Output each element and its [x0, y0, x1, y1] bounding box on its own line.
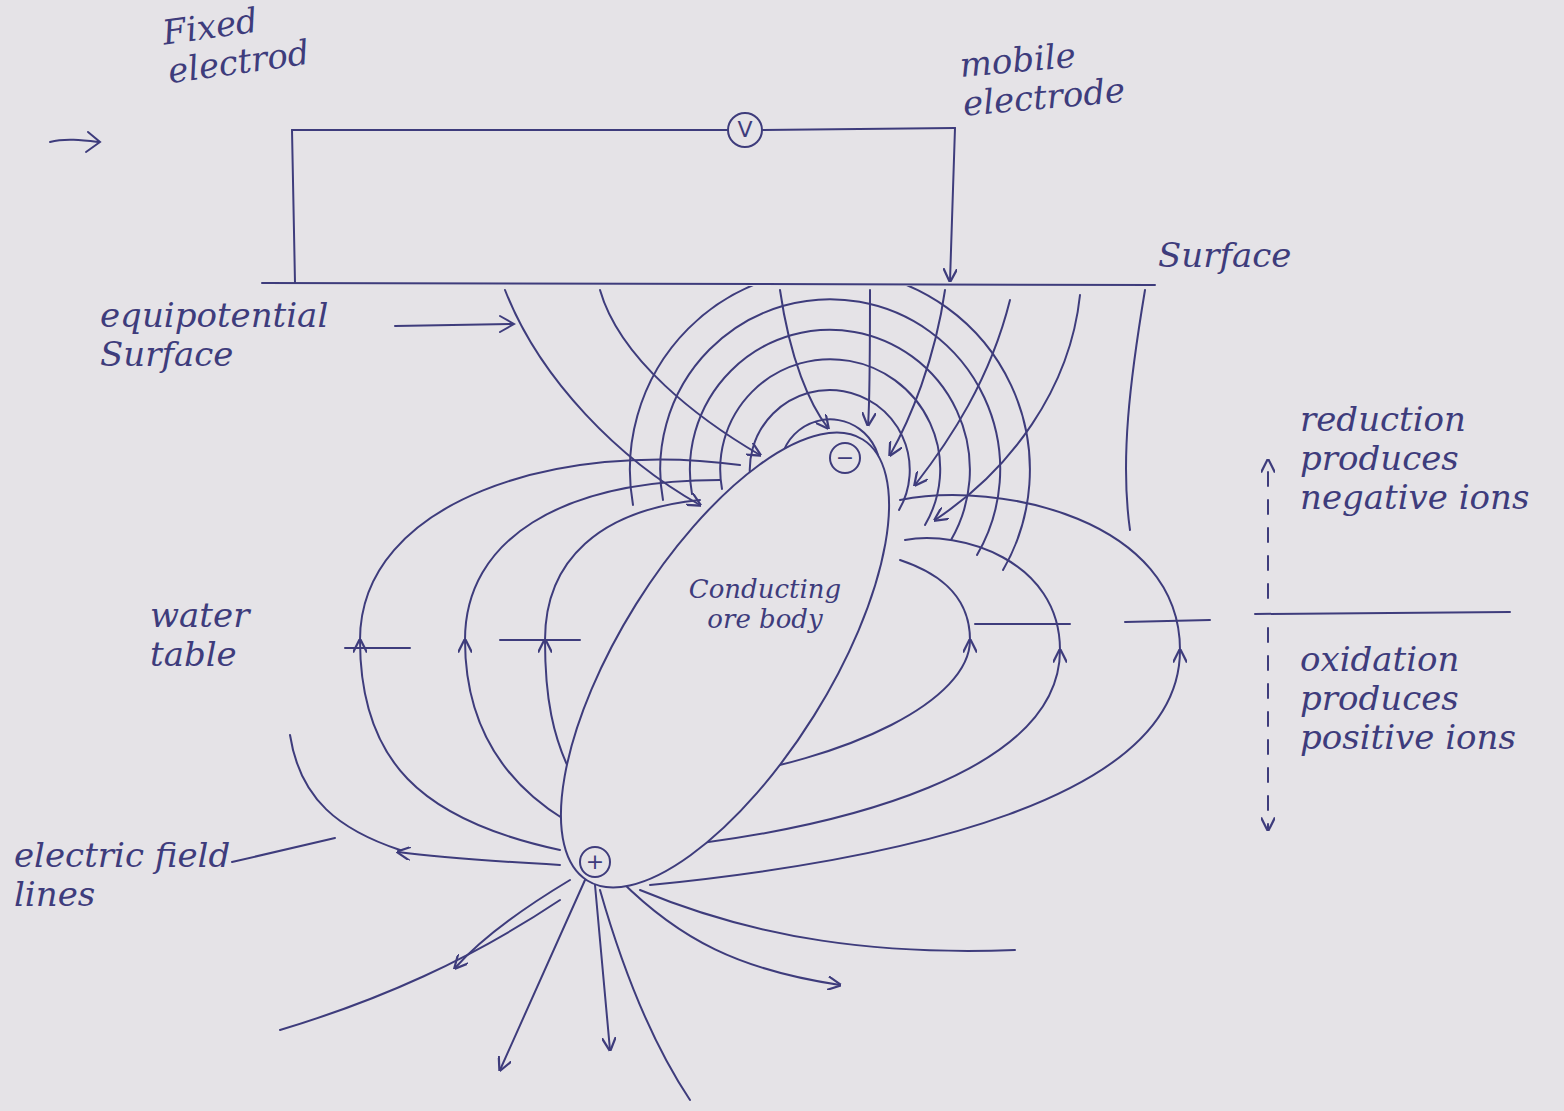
dashed-arrow	[1267, 628, 1269, 830]
ore-body-shape	[498, 384, 952, 936]
field-lines-label: electric field lines	[14, 836, 314, 914]
leader-line	[395, 316, 514, 332]
water-table-label: water table	[150, 596, 340, 674]
wire	[292, 128, 955, 130]
voltmeter-symbol: V	[727, 112, 763, 148]
ore-body: Conducting ore body − +	[510, 425, 950, 905]
pole-sign: −	[829, 442, 861, 474]
ore-body-outline	[510, 425, 950, 905]
surface-line	[262, 283, 1155, 285]
dashed-arrow	[1267, 460, 1269, 598]
bullet-arrow	[50, 132, 100, 152]
node-text: +	[586, 851, 604, 873]
pole-sign: +	[579, 846, 611, 878]
node-text: Conducting ore body	[685, 575, 845, 635]
process-note: reduction produces negative ions	[1300, 400, 1540, 517]
process-note: oxidation produces positive ions	[1300, 640, 1540, 757]
leader-line	[232, 838, 335, 862]
surface-label: Surface	[1158, 236, 1358, 275]
node-text: V	[737, 119, 752, 141]
equipotential-label: equipotential Surface	[100, 296, 395, 374]
electrode-label: Fixed electrod	[160, 0, 409, 91]
node-text: −	[836, 447, 854, 469]
ore-body-text: Conducting ore body	[685, 575, 845, 635]
fixed-electrode	[292, 130, 295, 283]
field-lines	[280, 290, 1180, 1100]
mobile-electrode	[950, 128, 955, 281]
electrode-label: mobile electrode	[958, 22, 1234, 123]
